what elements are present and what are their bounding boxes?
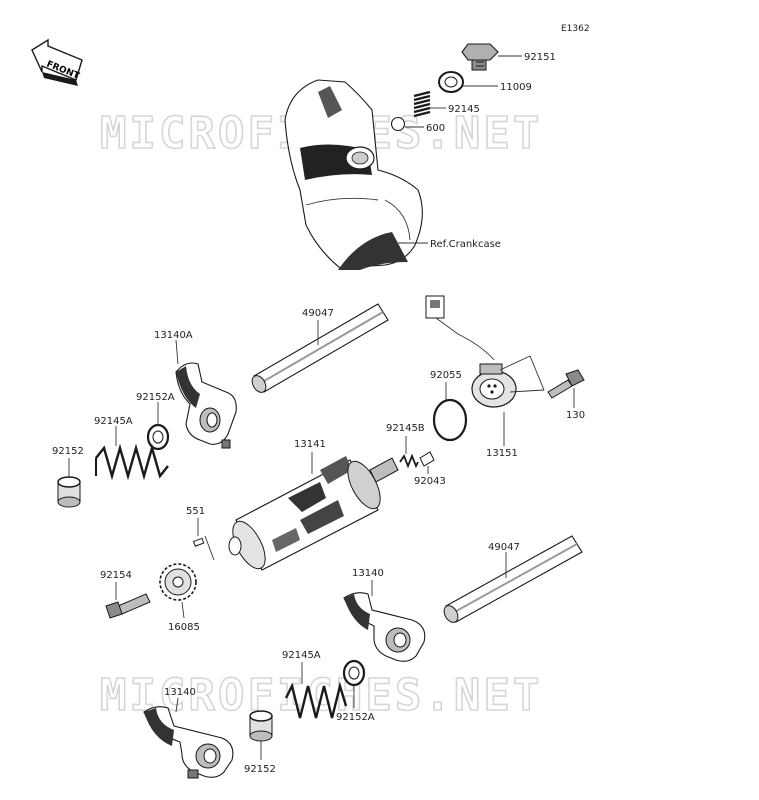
label-92154: 92154 bbox=[100, 570, 132, 581]
label-92145A-top: 92145A bbox=[94, 416, 133, 427]
spring-92145 bbox=[413, 90, 431, 118]
label-92055: 92055 bbox=[430, 370, 462, 381]
label-92151: 92151 bbox=[524, 52, 556, 63]
bolt-130 bbox=[547, 369, 585, 399]
spring-92145B bbox=[399, 453, 419, 469]
label-130: 130 bbox=[566, 410, 585, 421]
label-92152A-top: 92152A bbox=[136, 392, 175, 403]
label-16085: 16085 bbox=[168, 622, 200, 633]
label-92043: 92043 bbox=[414, 476, 446, 487]
spring-92145A-lower bbox=[284, 681, 348, 719]
label-92152-bottom: 92152 bbox=[244, 764, 276, 775]
shift-rod-49047-lower bbox=[443, 535, 583, 623]
gasket-11009 bbox=[438, 71, 464, 93]
plug-bolt-92151 bbox=[461, 43, 499, 71]
label-13141: 13141 bbox=[294, 439, 326, 450]
front-arrow-icon: FRONT bbox=[31, 38, 83, 86]
pin-551 bbox=[192, 537, 205, 547]
collar-92152-lower bbox=[249, 710, 273, 742]
shift-drum-13141 bbox=[228, 456, 399, 571]
label-92152-top: 92152 bbox=[52, 446, 84, 457]
label-49047-bottom: 49047 bbox=[488, 542, 520, 553]
label-551: 551 bbox=[186, 506, 205, 517]
shift-fork-13140-lower bbox=[143, 706, 234, 779]
diagram-code: E1362 bbox=[561, 24, 590, 34]
shift-fork-13140-middle bbox=[343, 592, 426, 662]
label-600: 600 bbox=[426, 123, 445, 134]
label-92152A-bottom: 92152A bbox=[336, 712, 375, 723]
label-13140: 13140 bbox=[352, 568, 384, 579]
label-92145B: 92145B bbox=[386, 423, 425, 434]
spring-92145A-upper bbox=[95, 443, 169, 481]
label-92145: 92145 bbox=[448, 104, 480, 115]
crankcase-reference bbox=[284, 79, 423, 270]
label-13151: 13151 bbox=[486, 448, 518, 459]
label-13140-bottom: 13140 bbox=[164, 687, 196, 698]
label-ref-crankcase: Ref.Crankcase bbox=[430, 239, 501, 250]
collar-92152-upper bbox=[57, 476, 81, 508]
collar-92152A-lower bbox=[342, 659, 366, 687]
watermark-bottom: MICROFICHES.NET bbox=[100, 670, 542, 721]
o-ring-92055 bbox=[432, 398, 468, 442]
label-49047-top: 49047 bbox=[302, 308, 334, 319]
shift-fork-13140A bbox=[175, 362, 237, 449]
shift-rod-49047-upper bbox=[251, 303, 389, 393]
gear-position-sensor-13151 bbox=[425, 295, 517, 408]
collar-92152A-upper bbox=[146, 423, 170, 451]
label-11009: 11009 bbox=[500, 82, 532, 93]
gear-16085 bbox=[159, 563, 197, 601]
label-13140A: 13140A bbox=[154, 330, 193, 341]
pin-92043 bbox=[419, 451, 435, 467]
label-92145A-bottom: 92145A bbox=[282, 650, 321, 661]
ball-600 bbox=[390, 116, 406, 132]
bolt-92154 bbox=[105, 593, 151, 619]
